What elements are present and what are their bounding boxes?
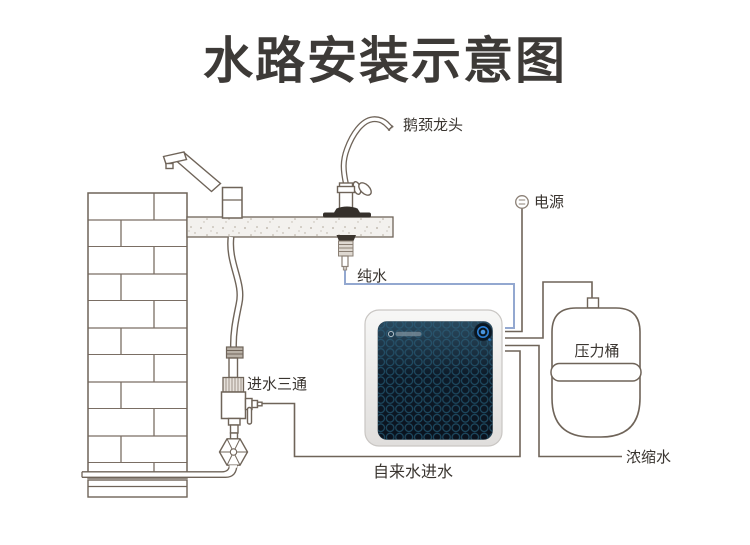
pressure-tank: 压力桶 [550, 297, 642, 438]
power-plug-icon [515, 195, 529, 209]
kitchen-faucet [162, 151, 243, 219]
tap-water-line [262, 350, 521, 458]
page-title: 水路安装示意图 [203, 33, 567, 89]
inlet-hose [227, 236, 244, 349]
tee-body [220, 391, 247, 420]
power-label: 电源 [534, 194, 564, 211]
concentrated-water-label: 浓缩水 [626, 449, 671, 466]
inlet-tee-assembly [218, 346, 263, 468]
countertop [186, 216, 394, 238]
tubing-lines [262, 208, 622, 458]
inlet-tee-label: 进水三通 [247, 376, 307, 393]
tee-lever [246, 406, 253, 425]
wall-base-slab [87, 479, 188, 498]
pure-water-label: 纯水 [357, 268, 387, 285]
faucet-base [331, 206, 363, 218]
tank-nozzle [586, 297, 600, 309]
kitchen-faucet-nozzle [165, 162, 174, 170]
pressure-tank-label: 压力桶 [574, 343, 619, 360]
water-purifier-device [364, 309, 503, 447]
pure-water-line [344, 267, 515, 329]
gooseneck-faucet-label: 鹅颈龙头 [403, 117, 463, 134]
gooseneck-faucet [323, 116, 394, 271]
indicator-button [473, 322, 493, 342]
under-counter-connector [336, 235, 356, 271]
concentrated-water-line [505, 344, 622, 458]
power-cord-line [505, 208, 523, 333]
brand-logo [387, 330, 422, 338]
brick-wall [87, 192, 188, 498]
tank-supply-line [505, 281, 593, 339]
shutoff-valve-wheel [218, 438, 249, 466]
tap-water-inlet-label: 自来水进水 [373, 463, 453, 481]
